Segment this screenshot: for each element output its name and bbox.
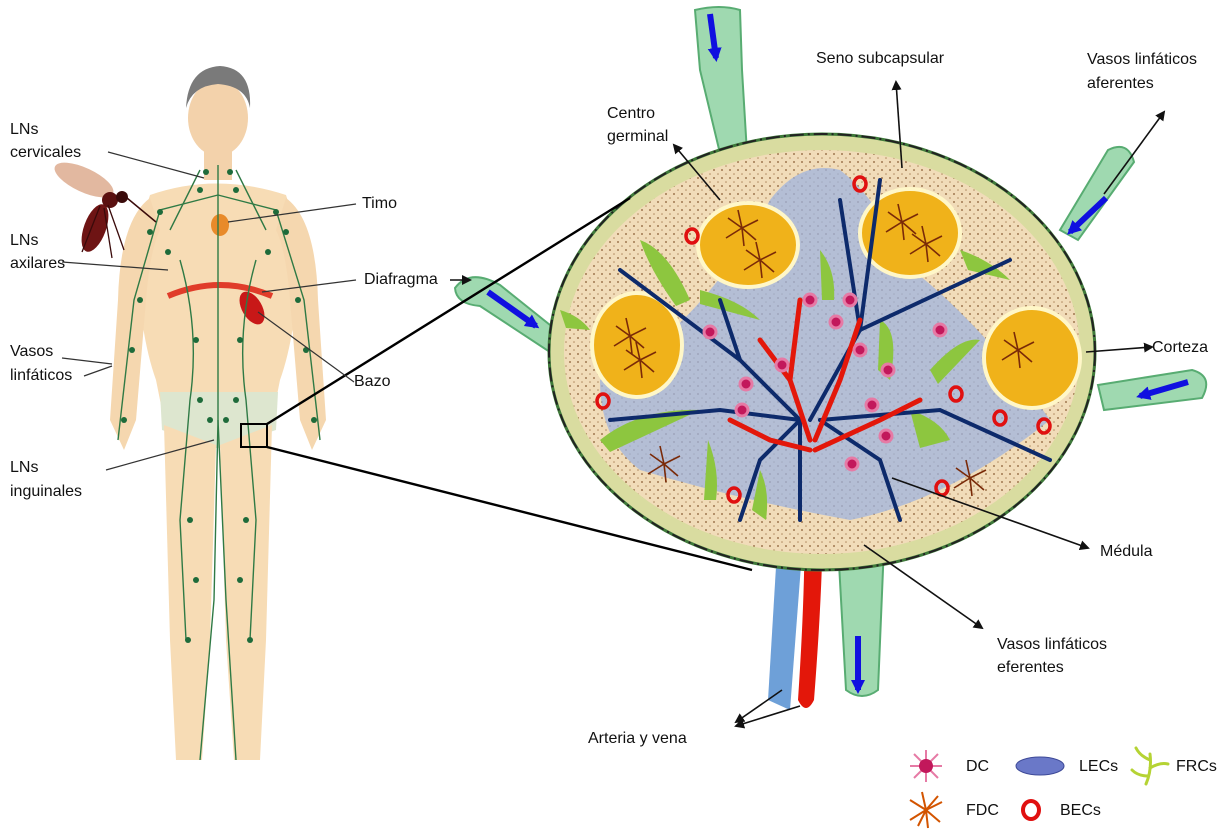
legend-label-dc: DC xyxy=(966,758,989,775)
label-centro-germinal-1: Centro xyxy=(607,105,655,122)
frc-cell-icon xyxy=(1132,748,1168,784)
label-vasos-linfaticos-1: Vasos xyxy=(10,343,53,360)
legend-label-becs: BECs xyxy=(1060,802,1101,819)
label-ln-inguinales-1: LNs xyxy=(10,459,38,476)
label-ln-inguinales-2: inguinales xyxy=(10,483,82,500)
label-vasos-eferentes-1: Vasos linfáticos xyxy=(997,636,1107,653)
human-figure xyxy=(110,66,326,760)
thymus-icon xyxy=(211,214,229,236)
label-bazo: Bazo xyxy=(354,373,391,390)
fdc-cell-icon xyxy=(910,792,942,828)
label-diafragma: Diafragma xyxy=(364,271,438,288)
dc-cell-icon xyxy=(910,750,942,782)
label-medula: Médula xyxy=(1100,543,1153,560)
label-centro-germinal-2: germinal xyxy=(607,128,668,145)
label-corteza: Corteza xyxy=(1152,339,1208,356)
bec-cell-icon xyxy=(1023,801,1039,819)
legend-label-frcs: FRCs xyxy=(1176,758,1217,775)
label-vasos-eferentes-2: eferentes xyxy=(997,659,1064,676)
label-arteria-vena: Arteria y vena xyxy=(588,730,687,747)
label-ln-axilares-1: LNs xyxy=(10,232,38,249)
label-timo: Timo xyxy=(362,195,397,212)
label-vasos-aferentes-1: Vasos linfáticos xyxy=(1087,51,1197,68)
label-vasos-aferentes-2: aferentes xyxy=(1087,75,1154,92)
label-ln-cervicales-2: cervicales xyxy=(10,144,81,161)
label-vasos-linfaticos-2: linfáticos xyxy=(10,367,72,384)
label-ln-axilares-2: axilares xyxy=(10,255,65,272)
legend-label-fdc: FDC xyxy=(966,802,999,819)
label-seno-subcapsular: Seno subcapsular xyxy=(816,50,945,67)
legend: DC LECs FRCs FDC BECs xyxy=(910,748,1217,828)
label-ln-cervicales-1: LNs xyxy=(10,121,38,138)
legend-label-lecs: LECs xyxy=(1079,758,1118,775)
lec-cell-icon xyxy=(1016,757,1064,775)
lymph-node xyxy=(455,7,1206,710)
